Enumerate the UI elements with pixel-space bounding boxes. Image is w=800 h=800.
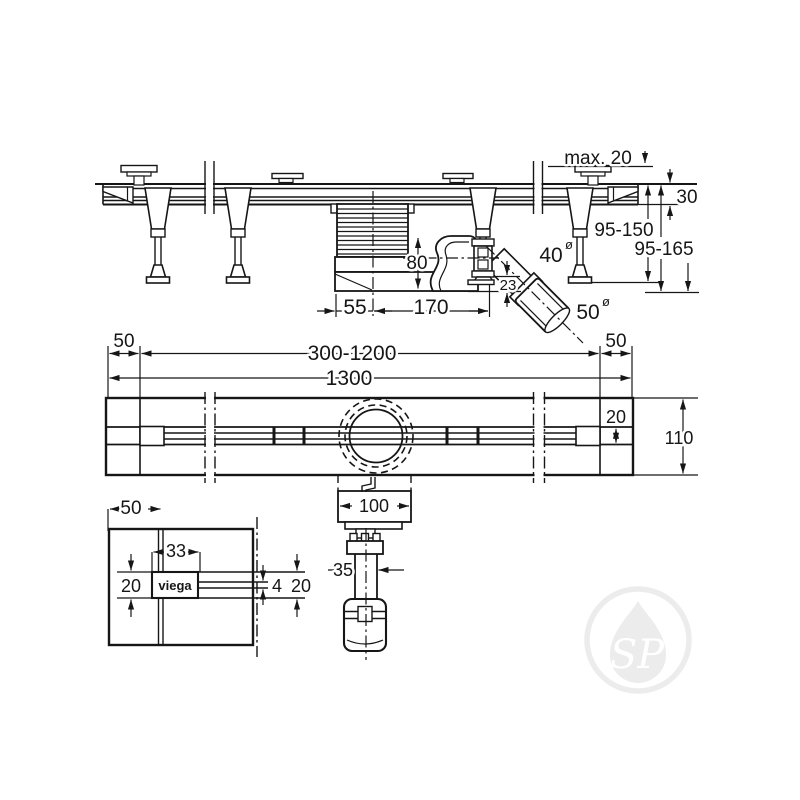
watermark-droplet-icon [610,601,666,683]
flex-joint [361,477,372,492]
tile-anchor-left [120,164,158,186]
break-mark [532,161,544,214]
side-view-dimensions: max. 20 30 95-150 95-165 80 23 [317,146,700,327]
adjustable-foot [224,187,252,284]
dim-170: 170 [413,296,448,319]
dim-20-right: 20 [291,576,311,596]
viega-logo: viega [158,578,192,593]
rail-clip-left [271,172,304,184]
end-section-detail: 50 33 viega 20 4 20 [107,496,314,657]
dim-20-grate: 20 [606,407,626,427]
channel-rail [95,182,697,206]
dim-23: 23 [500,277,517,294]
dim-100: 100 [359,496,389,516]
dim-95-150: 95-150 [594,220,653,241]
break-mark [204,392,216,483]
grate-lines [106,425,633,447]
watermark-initials: SP [610,632,665,678]
left-end-flange [102,186,134,205]
clamp-nut [346,532,384,555]
tile-anchor-right [574,164,612,186]
dim-30: 30 [676,187,697,208]
dim-33: 33 [166,541,186,561]
dim-4-slot: 4 [272,576,282,596]
dim-40: 40 [539,244,562,267]
dim-80: 80 [406,253,427,274]
dim-40-diameter-symbol: ø [565,237,573,252]
dim-1300: 1300 [326,367,373,390]
drain-circles [338,398,414,474]
dim-20-left: 20 [121,576,141,596]
dim-50-left: 50 [113,331,134,352]
centerline-outlet [485,245,584,344]
outlet-elbow-front [342,597,388,653]
break-mark [532,392,546,483]
dim-50-right: 50 [605,331,626,352]
plan-view: 50 300-1200 50 1300 20 110 [104,329,698,483]
dim-50-edge: 50 [120,498,141,519]
rail-clip-right [442,172,474,184]
grate-logo-plate [150,570,200,600]
break-mark [204,161,215,214]
watermark-logo: SP [584,586,692,694]
dim-max-screed: max. 20 [564,148,632,169]
plan-view-dimensions: 50 300-1200 50 1300 20 110 [107,329,698,476]
side-elevation-view: max. 20 30 95-150 95-165 80 23 [95,146,700,344]
trap-housing-front: 100 35 [328,476,412,660]
dim-300-1200: 300-1200 [308,342,397,365]
adjustable-foot-on-trap [469,187,497,240]
dim-55: 55 [343,296,366,319]
adjustable-foot [144,187,172,284]
watermark-ring-icon [584,586,692,694]
right-end-flange [607,186,639,205]
grate-section-lines [117,571,305,599]
dim-50: 50 [576,301,599,324]
dim-95-165: 95-165 [634,239,693,260]
dim-50-diameter-symbol: ø [602,294,610,309]
adjustable-foot [566,187,594,284]
dim-110: 110 [665,428,694,448]
dim-35: 35 [333,560,353,580]
